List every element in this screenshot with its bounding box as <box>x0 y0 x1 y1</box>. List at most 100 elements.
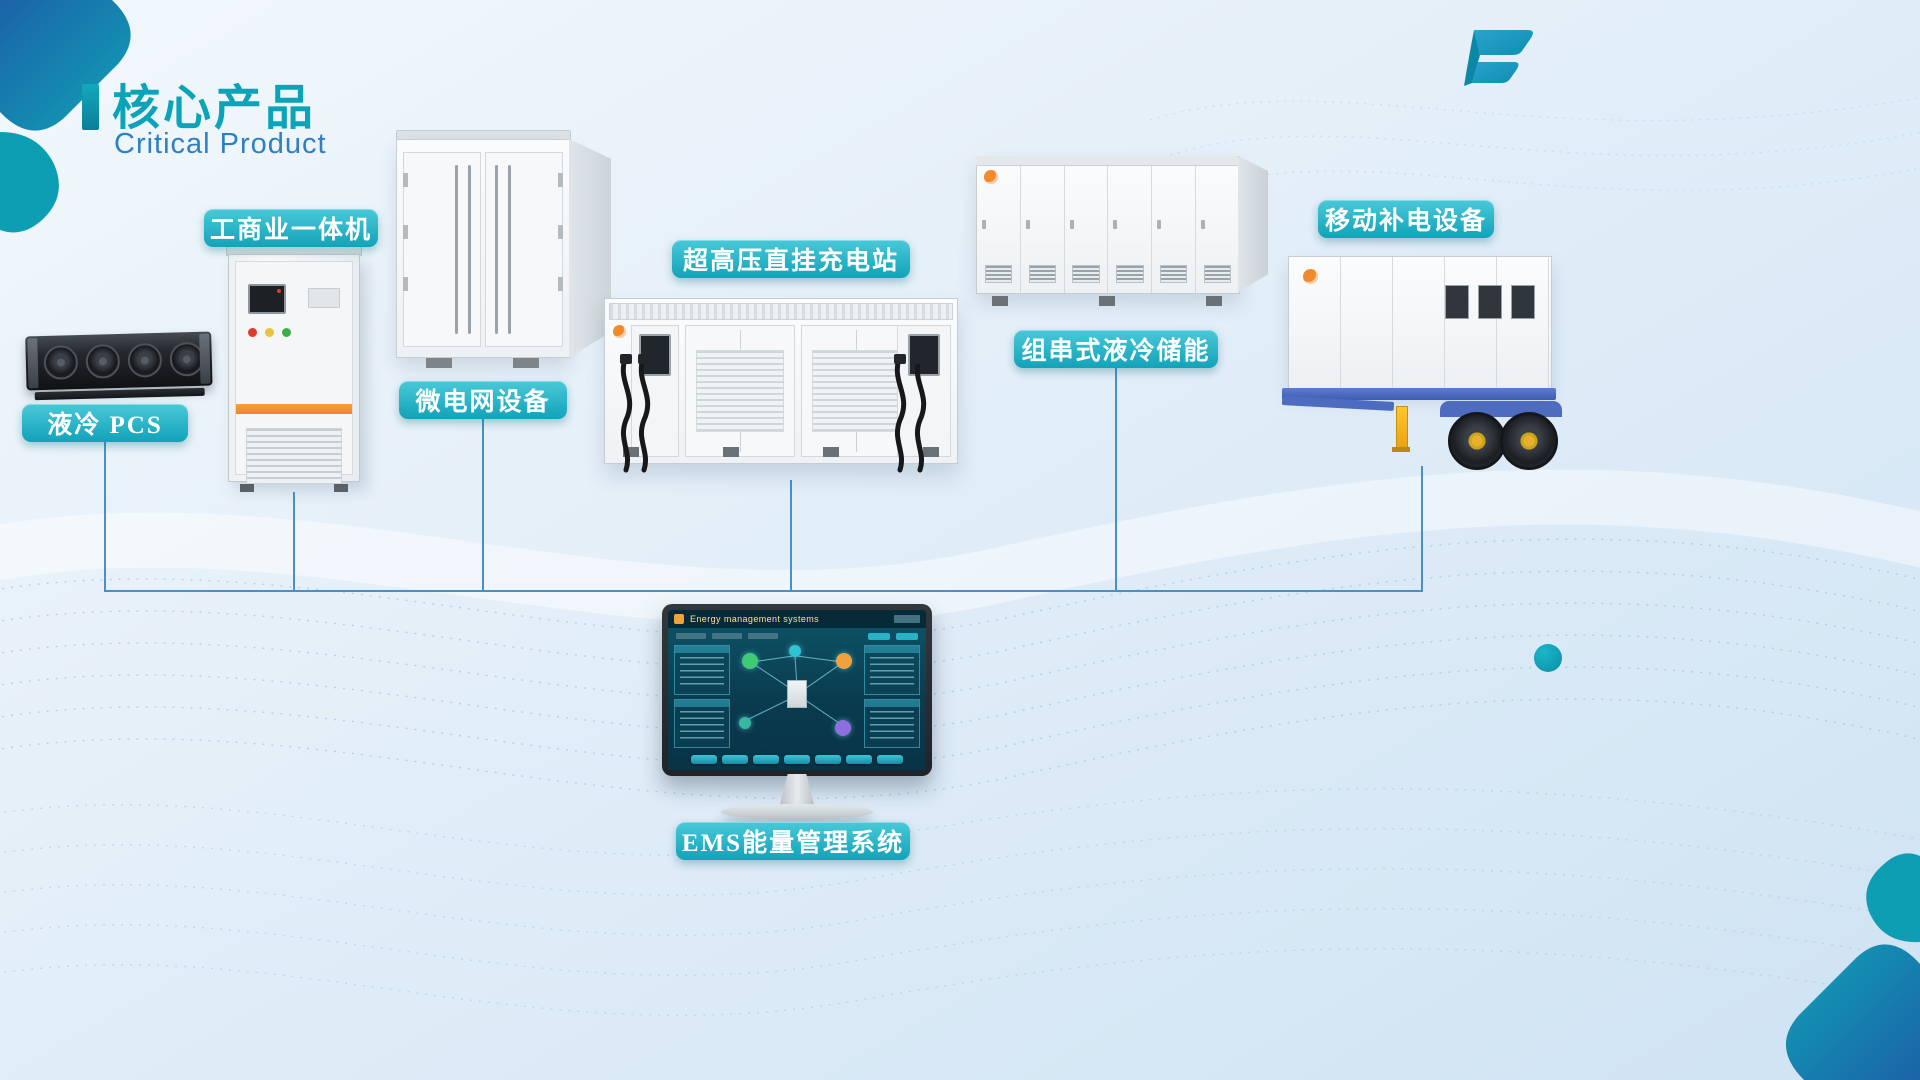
company-logo <box>1464 30 1533 86</box>
connector-pcs <box>104 442 106 590</box>
label-liquid-cooled-pcs: 液冷 PCS <box>22 404 188 442</box>
pcs-end-bracket <box>199 333 211 384</box>
trailer-wheel <box>1500 412 1558 470</box>
connector-all-in-one <box>293 492 295 590</box>
ems-left-column <box>674 645 730 748</box>
trailer-wheel <box>1448 412 1506 470</box>
storage-side <box>1238 156 1268 292</box>
charging-door-pair <box>801 325 911 457</box>
cabinet-vent <box>246 428 342 484</box>
product-mobile-charging-unit <box>1281 256 1564 470</box>
storage-door-panel <box>1196 157 1239 293</box>
indicator-yellow <box>265 328 274 337</box>
pcs-base <box>34 387 205 401</box>
connector-mobile-power <box>1421 466 1423 590</box>
cabinet-body <box>228 254 360 484</box>
ems-right-column <box>864 645 920 748</box>
corner-decoration-bottom-right <box>1785 853 1920 1080</box>
storage-door-panel <box>1152 157 1197 293</box>
ems-button <box>691 754 717 764</box>
label-all-in-one: 工商业一体机 <box>204 209 378 247</box>
connector-bus-line <box>104 590 1423 592</box>
title-accent-bar <box>82 84 99 130</box>
cabinet-orange-stripe <box>236 404 352 414</box>
product-commercial-all-in-one <box>226 246 362 492</box>
cabinet-feet <box>240 484 348 492</box>
pcs-end-bracket <box>27 338 39 389</box>
ems-title-text: Energy management systems <box>690 614 820 624</box>
connector-charger <box>790 480 792 590</box>
charging-cables-left <box>620 354 651 473</box>
indicator-green <box>282 328 291 337</box>
ems-mode-button <box>868 632 890 640</box>
ems-mode-bar <box>668 628 926 642</box>
ems-data-panel <box>864 645 920 695</box>
storage-door-panel <box>1065 157 1109 293</box>
cabinet-indicator-lights <box>248 328 291 337</box>
ems-node-orange <box>836 653 853 670</box>
storage-feet <box>992 296 1222 306</box>
door-hinges <box>403 173 408 326</box>
product-liquid-cooled-pcs <box>25 331 213 401</box>
ems-button <box>722 754 748 764</box>
door-lock-rod <box>455 165 458 334</box>
door-lock-rod <box>468 165 471 334</box>
trailer-chassis <box>1282 388 1556 400</box>
charging-station-feet <box>623 447 939 457</box>
storage-door-panel <box>977 157 1021 293</box>
ems-button <box>784 754 810 764</box>
container-door-right <box>485 152 563 347</box>
cabinet-nameplate <box>308 288 340 308</box>
ems-node-green <box>741 653 758 670</box>
pcs-fan <box>85 343 121 379</box>
ems-button <box>815 754 841 764</box>
charging-display <box>908 334 940 376</box>
monitor-stand-base <box>721 804 873 820</box>
ems-mode-chip <box>712 633 742 639</box>
container-skids <box>396 358 569 368</box>
trailer-landing-leg <box>1392 406 1410 452</box>
brand-logo-badge <box>1303 269 1318 284</box>
ems-dashboard <box>668 642 926 751</box>
container-door-seams <box>1289 257 1551 389</box>
ems-logo-icon <box>674 614 684 624</box>
container-front <box>396 139 571 358</box>
door-louver <box>812 350 900 432</box>
door-hinges <box>558 173 563 326</box>
ems-flow-lines <box>746 655 844 725</box>
ems-node-purple <box>835 719 852 736</box>
pcs-chassis <box>25 331 213 391</box>
ems-button <box>846 754 872 764</box>
charging-station-body <box>604 298 958 464</box>
storage-front <box>976 156 1240 294</box>
product-microgrid-equipment <box>396 130 612 368</box>
label-ems: EMS能量管理系统 <box>676 822 910 860</box>
ems-data-panel <box>674 698 730 748</box>
ems-monitor: Energy management systems <box>662 604 932 820</box>
label-string-storage: 组串式液冷储能 <box>1014 330 1218 368</box>
container-vents <box>1445 285 1535 319</box>
cabinet-display <box>248 284 286 314</box>
door-lock-rod <box>495 165 498 334</box>
charging-station-roof-louver <box>609 303 953 320</box>
ems-mode-button <box>896 632 918 640</box>
charging-door-pair <box>685 325 795 457</box>
ems-center-cabinet <box>787 680 807 709</box>
label-charger: 超高压直挂充电站 <box>672 240 910 278</box>
ems-mode-chip <box>676 633 706 639</box>
label-microgrid: 微电网设备 <box>399 381 567 419</box>
pcs-fan <box>43 345 79 380</box>
storage-top-rail <box>976 156 1238 166</box>
monitor-stand-neck <box>779 774 815 808</box>
pcs-fan <box>127 342 163 378</box>
charging-cables-right <box>894 354 927 473</box>
connector-string-storage <box>1115 368 1117 590</box>
ems-flow-diagram <box>734 645 860 748</box>
indicator-red <box>248 328 257 337</box>
storage-door-panel <box>1108 157 1153 293</box>
product-string-liquid-cooled-storage <box>976 156 1268 306</box>
storage-door-panel <box>1021 157 1065 293</box>
ems-data-panel <box>674 645 730 695</box>
